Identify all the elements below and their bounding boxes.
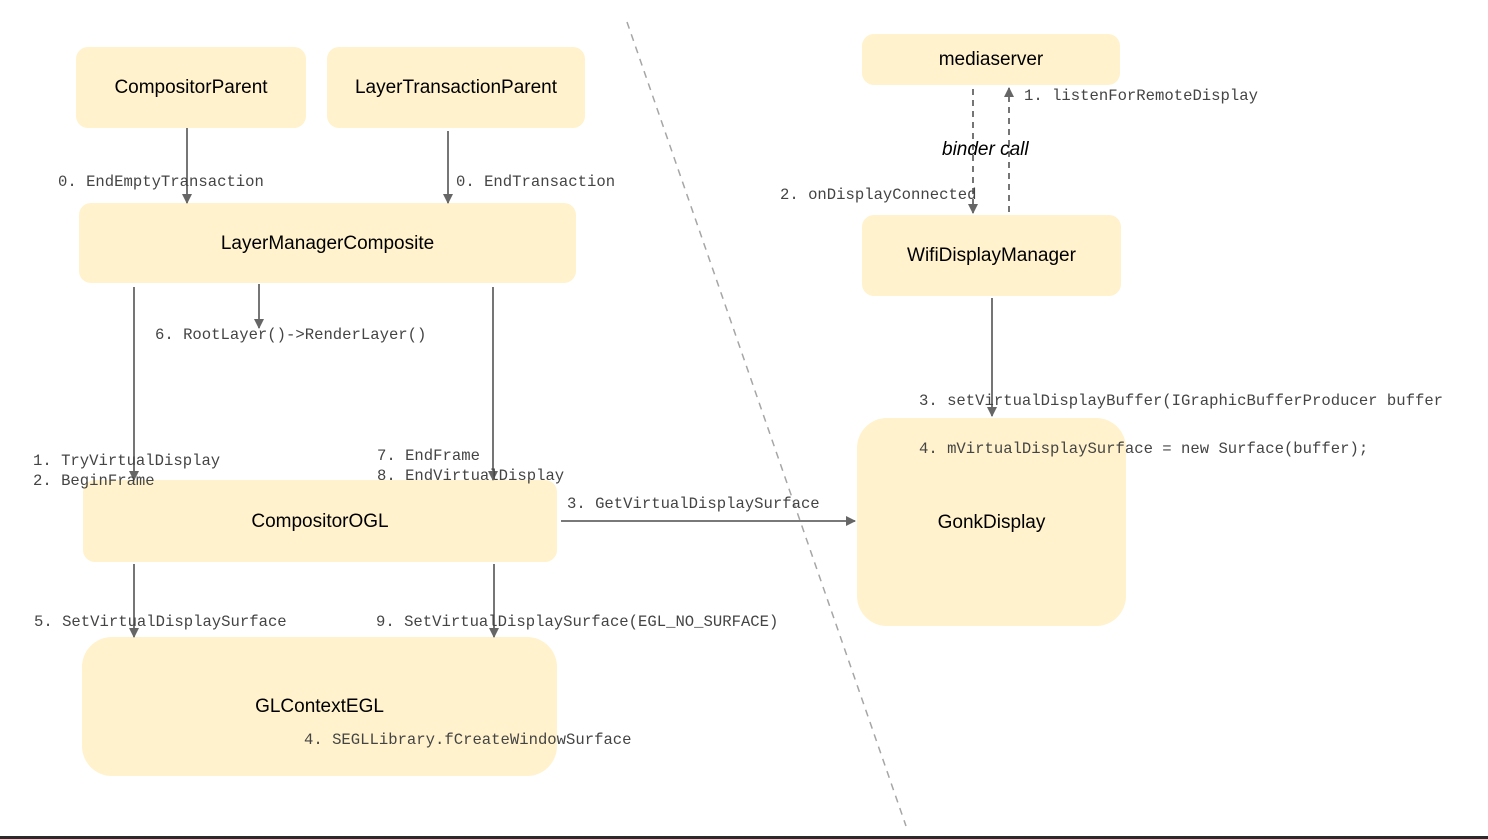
gl-context-egl-box: GLContextEGL <box>82 637 557 776</box>
compositor-ogl-label: CompositorOGL <box>251 510 389 532</box>
wifi-display-manager-box: WifiDisplayManager <box>862 215 1121 296</box>
layer-manager-composite-box: LayerManagerComposite <box>79 203 576 283</box>
gl-context-egl-label: GLContextEGL <box>255 696 384 717</box>
layer-manager-composite-label: LayerManagerComposite <box>220 232 435 254</box>
compositor-parent-box: CompositorParent <box>76 47 306 128</box>
gonk-display-box: GonkDisplay <box>857 418 1126 626</box>
mediaserver-label: mediaserver <box>938 49 1044 70</box>
compositor-parent-label: CompositorParent <box>114 77 268 98</box>
layer-transaction-parent-box: LayerTransactionParent <box>327 47 585 128</box>
mediaserver-box: mediaserver <box>862 34 1120 85</box>
wifi-display-manager-label: WifiDisplayManager <box>907 245 1076 266</box>
gonk-display-label: GonkDisplay <box>937 511 1046 533</box>
partition-divider-line <box>626 21 907 827</box>
layer-transaction-parent-label: LayerTransactionParent <box>354 77 558 98</box>
bottom-border-line <box>0 836 1488 839</box>
compositor-ogl-box: CompositorOGL <box>83 480 557 562</box>
